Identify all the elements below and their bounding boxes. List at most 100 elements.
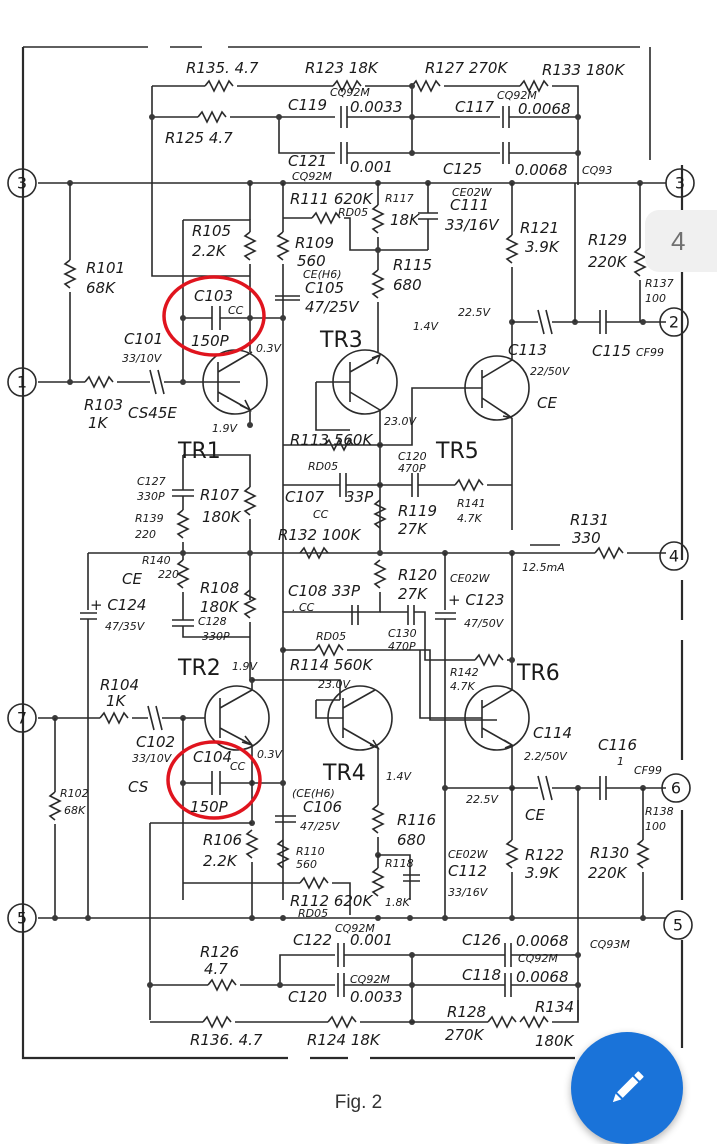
terminal-3-left-label: 3 — [17, 174, 27, 193]
bottom-network — [147, 943, 581, 1028]
label-c120b-value: 0.0033 — [350, 988, 403, 1006]
label-r122-value: 3.9K — [525, 864, 560, 882]
label-r105: R105 — [192, 222, 231, 240]
label-c123-type: CE02W — [450, 572, 491, 585]
frame-left-bottom — [21, 47, 575, 1060]
label-r130-value: 220K — [588, 864, 628, 882]
label-c122-value: 0.001 — [350, 931, 393, 949]
label-r140: R140 — [142, 554, 171, 567]
terminal-6-label: 6 — [671, 779, 681, 798]
label-c114-type: CE — [525, 806, 545, 824]
label-r130: R130 — [590, 844, 629, 862]
label-c111-type: CE02W — [452, 186, 493, 199]
highlight-circle-c103 — [162, 275, 266, 357]
label-c115: C115 — [592, 342, 631, 360]
label-c105-type: CE(H6) — [303, 268, 341, 281]
label-r117-value: 18K — [390, 211, 420, 229]
label-r101-value: 68K — [86, 279, 116, 297]
label-c116: C116 — [598, 736, 637, 754]
label-c104-type: CC — [230, 760, 246, 773]
label-r126: R126 — [200, 943, 239, 961]
label-r123: R123 18K — [305, 59, 379, 77]
terminal-3-left — [7, 168, 37, 198]
label-c106-type: (CE(H6) — [292, 787, 335, 800]
terminal-3-right-label: 3 — [675, 174, 685, 193]
label-c116-type: CF99 — [634, 764, 662, 777]
rail-3 — [38, 180, 666, 186]
label-c105: C105 — [305, 279, 344, 297]
label-r136: R136. 4.7 — [190, 1031, 263, 1049]
label-c124-value: 47/35V — [105, 620, 146, 633]
pencil-icon — [612, 1071, 644, 1103]
terminal-5-right — [663, 910, 693, 940]
label-c113-type: CE — [537, 394, 557, 412]
label-tr3-collector-voltage: 23.0V — [384, 415, 417, 428]
label-c117-value: 0.0068 — [518, 100, 571, 118]
label-c112-type: CE02W — [448, 848, 489, 861]
label-c106-value: 47/25V — [300, 820, 341, 833]
label-c111: C111 — [450, 196, 489, 214]
label-c102-value: 33/10V — [132, 752, 173, 765]
terminal-4 — [659, 541, 689, 571]
label-c125: C125 — [443, 160, 482, 178]
label-r126-value: 4.7 — [204, 960, 228, 978]
label-r110: R110 — [296, 845, 325, 858]
label-c118-type: CQ92M — [518, 952, 558, 965]
label-r111-note: RD05 — [338, 206, 368, 219]
label-r138-value: 100 — [645, 820, 666, 833]
label-r108: R108 — [200, 579, 239, 597]
label-r115-value: 680 — [393, 276, 422, 294]
label-r116-value: 680 — [397, 831, 426, 849]
label-c101-value: 33/10V — [122, 352, 163, 365]
label-r142: R142 — [450, 666, 479, 679]
tr1-label: TR1 — [177, 439, 221, 464]
label-r121-value: 3.9K — [525, 238, 560, 256]
page-number: 4 — [671, 225, 686, 256]
label-r114-note: RD05 — [316, 630, 346, 643]
highlight-circle-c104 — [166, 740, 262, 820]
rail-4 — [80, 544, 666, 920]
figure-caption: Fig. 2 — [334, 1092, 383, 1113]
tr2-label: TR2 — [177, 656, 221, 681]
label-c104-value: 150P — [190, 798, 229, 816]
label-c122: C122 — [293, 931, 332, 949]
terminal-6 — [661, 773, 691, 803]
terminal-7 — [7, 703, 37, 733]
label-c119: C119 — [288, 96, 327, 114]
tr4-label: TR4 — [322, 761, 366, 786]
label-r107: R107 — [200, 486, 240, 504]
terminals: 3 3 1 2 4 7 6 5 5 — [7, 168, 695, 940]
label-c119-value: 0.0033 — [350, 98, 403, 116]
label-c123: + C123 — [448, 591, 504, 609]
label-r112-note: RD05 — [298, 907, 328, 920]
label-c130-value: 470P — [388, 640, 416, 653]
label-c128-value: 330P — [202, 630, 230, 643]
label-tr2-emitter-voltage: 0.3V — [257, 748, 283, 761]
terminal-3-right — [665, 168, 695, 198]
label-tr2-collector-voltage: 1.9V — [232, 660, 258, 673]
terminal-2 — [659, 307, 689, 337]
label-c121-value: 0.001 — [350, 158, 393, 176]
terminal-5-right-label: 5 — [673, 916, 683, 935]
label-r102: R102 — [60, 787, 89, 800]
label-r101: R101 — [86, 259, 125, 277]
label-r131-value: 330 — [572, 529, 601, 547]
label-c126-value: 0.0068 — [516, 932, 569, 950]
label-r137: R137 — [645, 277, 674, 290]
label-c112-value: 33/16V — [448, 886, 489, 899]
label-r118: R118 — [385, 857, 414, 870]
edit-fab-button[interactable] — [571, 1032, 683, 1144]
label-r133: R133 180K — [542, 61, 625, 79]
frame — [21, 46, 684, 1060]
label-r105-value: 2.2K — [192, 242, 227, 260]
label-c127-value: 330P — [137, 490, 165, 503]
label-c114-value: 2.2/50V — [524, 750, 568, 763]
label-r124: R124 18K — [307, 1031, 381, 1049]
label-r141-value: 4.7K — [457, 512, 482, 525]
page-indicator: 4 — [645, 210, 717, 272]
label-r106: R106 — [203, 831, 242, 849]
label-c101: C101 — [124, 330, 163, 348]
label-c115-type: CF99 — [636, 346, 664, 359]
top-network — [149, 80, 581, 277]
tr3-label: TR3 — [319, 328, 363, 353]
